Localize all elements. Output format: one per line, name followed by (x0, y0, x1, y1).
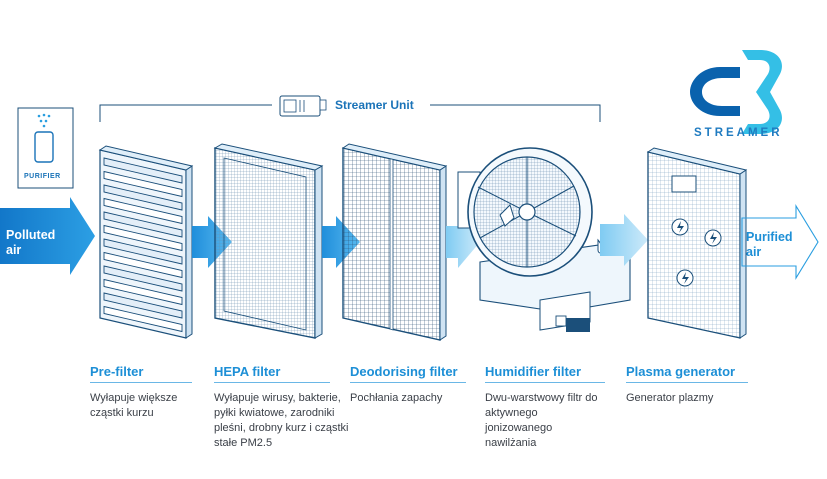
desc-line: pyłki kwiatowe, zarodniki (214, 407, 335, 419)
purified-air-line1: Purified (746, 230, 793, 244)
stage-title-hepa-filter: HEPA filter (214, 364, 281, 379)
purified-air-label: Purified air (746, 230, 793, 260)
streamer-unit-label: Streamer Unit (335, 98, 414, 112)
stage-title-plasma-generator: Plasma generator (626, 364, 736, 379)
humidifier-filter-unit (457, 147, 631, 332)
pre-filter-slat (103, 184, 183, 211)
stage-desc-pre-filter: Wyłapuje większe cząstki kurzu (90, 391, 177, 421)
streamer-unit-bracket (99, 104, 601, 122)
purified-air-arrow (741, 204, 819, 280)
pre-filter-slat (103, 197, 183, 225)
purifier-icon (17, 107, 74, 189)
plasma-generator-panel (646, 147, 748, 339)
streamer-logo (690, 50, 782, 134)
deodorising-filter-panel (341, 143, 448, 341)
polluted-air-line1: Polluted (6, 228, 56, 242)
desc-line: Generator plazmy (626, 392, 714, 404)
brand-name: STREAMER (694, 127, 783, 139)
desc-line: Wyłapuje większe (90, 392, 178, 404)
stage-desc-humidifier-filter: Dwu-warstwowy filtr do aktywnego jonizow… (485, 391, 597, 451)
pre-filter-slat (103, 224, 183, 252)
pre-filter-slat (103, 265, 183, 292)
desc-line: aktywnego (485, 407, 538, 419)
desc-line: cząstki kurzu (90, 407, 154, 419)
polluted-air-label: Polluted air (6, 228, 55, 258)
stage-underline-plasma-generator (626, 382, 748, 383)
flow-arrow-2 (322, 216, 360, 268)
pre-filter-slat (103, 238, 183, 265)
streamer-unit-icon (279, 95, 327, 117)
pre-filter-slat (103, 278, 183, 306)
pre-filter-slat (103, 292, 183, 319)
stage-underline-pre-filter (90, 382, 192, 383)
polluted-air-line2: air (6, 243, 22, 257)
desc-line: Wyłapuje wirusy, bakterie, (214, 392, 341, 404)
pre-filter-panel (98, 145, 194, 339)
desc-line: Dwu-warstwowy filtr do (485, 392, 598, 404)
purified-air-line2: air (746, 245, 762, 259)
stage-title-deodorising-filter: Deodorising filter (350, 364, 458, 379)
polluted-air-arrow (0, 197, 95, 275)
purifier-label: PURIFIER (24, 173, 61, 180)
stage-underline-hepa-filter (214, 382, 330, 383)
stage-desc-plasma-generator: Generator plazmy (626, 391, 713, 406)
stage-desc-deodorising-filter: Pochłania zapachy (350, 391, 442, 406)
desc-line: stałe PM2.5 (214, 437, 273, 449)
flow-arrow-3 (446, 216, 480, 268)
pre-filter-slat (103, 251, 183, 279)
pre-filter-slat (103, 305, 183, 333)
hepa-filter-panel (213, 143, 324, 339)
pre-filter-slat (103, 157, 183, 184)
desc-line: jonizowanego (485, 422, 553, 434)
desc-line: Pochłania zapachy (350, 392, 443, 404)
stage-underline-deodorising-filter (350, 382, 466, 383)
stage-title-humidifier-filter: Humidifier filter (485, 364, 582, 379)
pre-filter-slat (103, 170, 183, 198)
stage-desc-hepa-filter: Wyłapuje wirusy, bakterie, pyłki kwiatow… (214, 391, 349, 451)
desc-line: nawilżania (485, 437, 537, 449)
stage-underline-humidifier-filter (485, 382, 605, 383)
stage-title-pre-filter: Pre-filter (90, 364, 144, 379)
flow-arrow-1 (192, 216, 232, 268)
desc-line: pleśni, drobny kurz i cząstki (214, 422, 349, 434)
flow-arrow-4 (600, 214, 648, 266)
pre-filter-slat (103, 211, 183, 238)
